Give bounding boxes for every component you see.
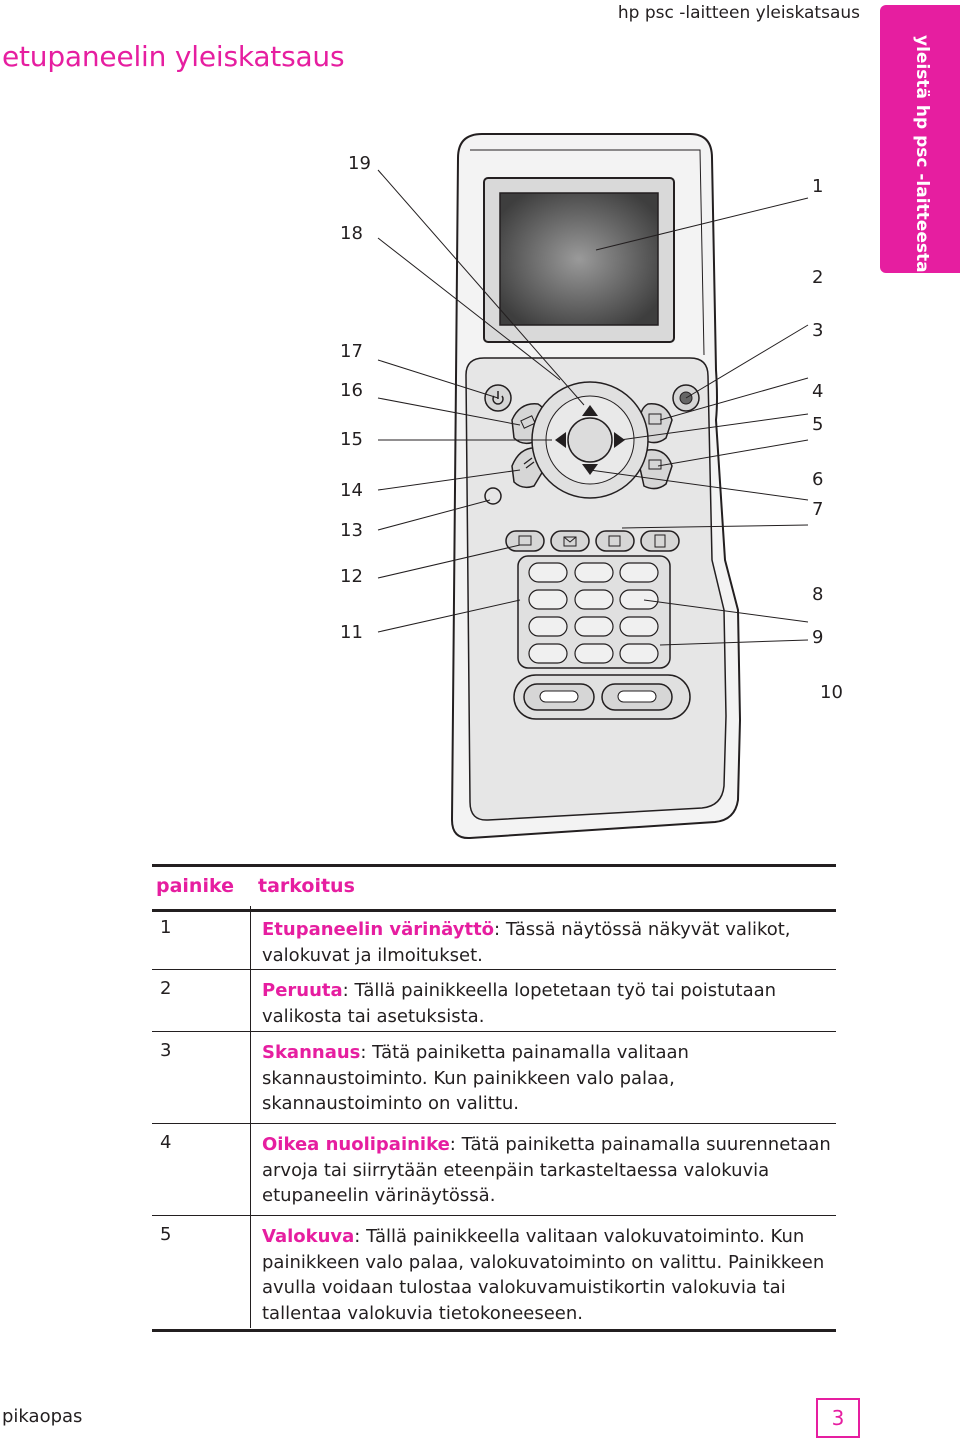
- callout-7: 7: [812, 499, 824, 520]
- callout-13: 13: [340, 520, 363, 541]
- legend-row: 5 Valokuva: Tällä painikkeella valitaan …: [152, 1216, 836, 1332]
- row-term: Valokuva: [262, 1226, 355, 1247]
- legend-header: painike tarkoitus: [152, 864, 836, 912]
- row-number: 1: [160, 917, 172, 938]
- legend-row: 4 Oikea nuolipainike: Tätä painiketta pa…: [152, 1124, 836, 1216]
- row-text: : Tätä painiketta painamalla valitaan sk…: [262, 1042, 689, 1114]
- row-number: 2: [160, 978, 172, 999]
- arrow-up-icon: [582, 405, 598, 416]
- callout-lines: [377, 169, 809, 646]
- reduce-enlarge-button: [595, 530, 635, 552]
- row-number: 5: [160, 1224, 172, 1245]
- callout-4: 4: [812, 381, 824, 402]
- function-buttons: [505, 530, 680, 552]
- callout-10: 10: [820, 682, 843, 703]
- numeric-keypad: [517, 555, 671, 669]
- photo-icon: [648, 459, 662, 470]
- scan-mode-icon: [648, 413, 662, 425]
- callout-15: 15: [340, 429, 363, 450]
- row-text: : Tällä painikkeella lopetetaan työ tai …: [262, 980, 777, 1027]
- page-title: etupaneelin yleiskatsaus: [2, 40, 345, 73]
- callout-8: 8: [812, 584, 824, 605]
- callout-12: 12: [340, 566, 363, 587]
- callout-17: 17: [340, 341, 363, 362]
- callout-3: 3: [812, 320, 824, 341]
- start-buttons: [513, 674, 691, 720]
- scan-icon: [523, 457, 535, 469]
- row-text: : Tällä painikkeella valitaan valokuvato…: [262, 1226, 825, 1324]
- legend-col-purpose: tarkoitus: [258, 875, 355, 897]
- ok-button: [567, 417, 613, 463]
- fax-icon: [518, 535, 532, 546]
- callout-18: 18: [340, 223, 363, 244]
- row-number: 3: [160, 1040, 172, 1061]
- email-button: [550, 530, 590, 552]
- fax-button: [505, 530, 545, 552]
- display-screen: [499, 192, 659, 326]
- row-description: Etupaneelin värinäyttö: Tässä näytössä n…: [262, 917, 832, 968]
- footer-title: pikaopas: [2, 1406, 83, 1427]
- arrow-right-icon: [614, 432, 625, 448]
- keypad-menu-icon: [654, 534, 666, 548]
- running-header: hp psc -laitteen yleiskatsaus: [617, 3, 860, 23]
- section-tab: yleistä hp psc -laitteesta: [880, 5, 960, 273]
- callout-6: 6: [812, 469, 824, 490]
- row-term: Etupaneelin värinäyttö: [262, 919, 495, 940]
- arrow-left-icon: [555, 432, 566, 448]
- attention-light-icon: [484, 487, 502, 505]
- callout-14: 14: [340, 480, 363, 501]
- row-text: : Tässä näytössä näkyvät valikot, valoku…: [262, 919, 791, 966]
- legend-row: 2 Peruuta: Tällä painikkeella lopetetaan…: [152, 970, 836, 1032]
- menu-button: [640, 530, 680, 552]
- legend-row: 3 Skannaus: Tätä painiketta painamalla v…: [152, 1032, 836, 1124]
- page-number-box: 3: [816, 1398, 860, 1438]
- callout-11: 11: [340, 622, 363, 643]
- arrow-down-icon: [582, 464, 598, 475]
- legend-row: 1 Etupaneelin värinäyttö: Tässä näytössä…: [152, 909, 836, 970]
- row-term: Peruuta: [262, 980, 343, 1001]
- callout-19: 19: [348, 153, 371, 174]
- email-icon: [563, 536, 577, 547]
- callout-16: 16: [340, 380, 363, 401]
- copy-size-icon: [608, 535, 621, 547]
- legend-col-button: painike: [156, 875, 234, 897]
- callout-9: 9: [812, 627, 824, 648]
- page-number: 3: [831, 1406, 845, 1430]
- row-text: : Tätä painiketta painamalla suurennetaa…: [262, 1134, 831, 1206]
- callout-5: 5: [812, 414, 824, 435]
- column-divider: [250, 906, 251, 1328]
- row-description: Oikea nuolipainike: Tätä painiketta pain…: [262, 1132, 832, 1209]
- front-panel-illustration: [377, 133, 809, 840]
- copy-icon: [520, 415, 536, 429]
- row-term: Skannaus: [262, 1042, 361, 1063]
- callout-2: 2: [812, 267, 824, 288]
- row-description: Skannaus: Tätä painiketta painamalla val…: [262, 1040, 832, 1117]
- row-term: Oikea nuolipainike: [262, 1134, 450, 1155]
- row-description: Peruuta: Tällä painikkeella lopetetaan t…: [262, 978, 832, 1029]
- callout-1: 1: [812, 176, 824, 197]
- row-description: Valokuva: Tällä painikkeella valitaan va…: [262, 1224, 832, 1326]
- row-number: 4: [160, 1132, 172, 1153]
